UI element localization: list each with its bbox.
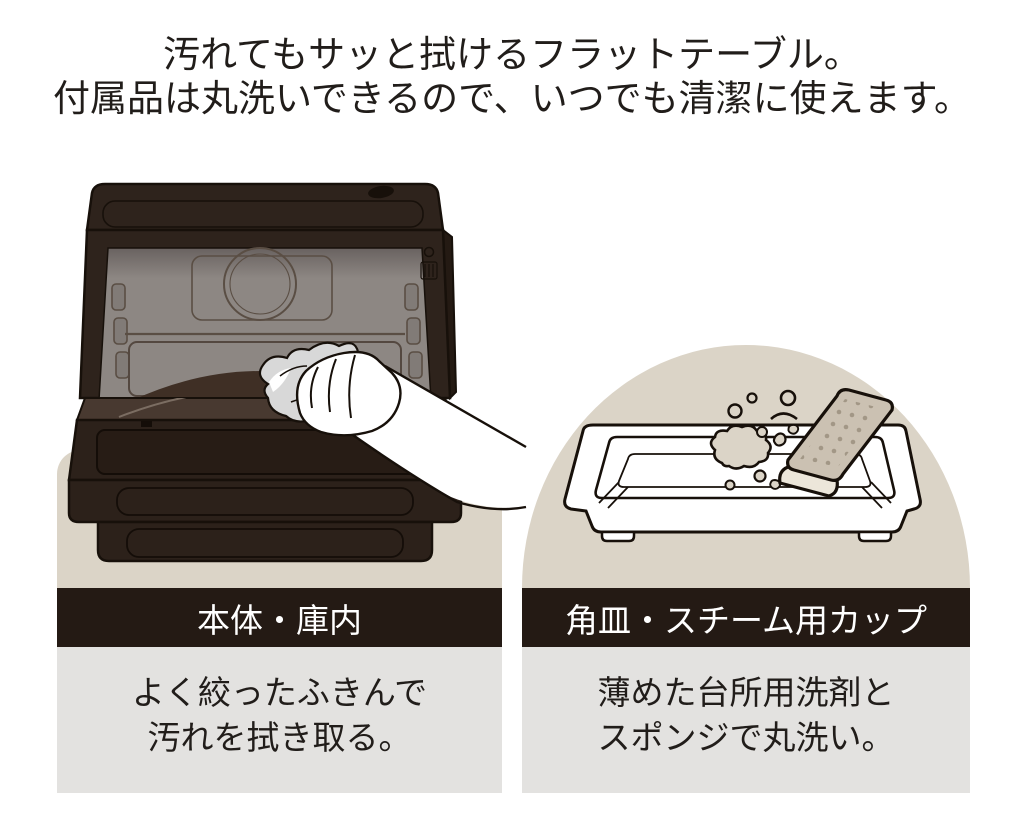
droplet (787, 423, 800, 435)
side-vent-icon (420, 261, 438, 280)
arm-top-contour (384, 364, 527, 449)
tray-sponge-illustration (563, 388, 922, 543)
sponge-icon (778, 388, 894, 498)
oven-vent-icon (368, 185, 394, 199)
label-tray-cup: 角皿・スチーム用カップ (564, 601, 927, 639)
tray-floor (617, 453, 872, 488)
shelf-rails-left (111, 283, 130, 379)
page-title: 汚れてもサッと拭けるフラットテーブル。 付属品は丸洗いできるので、いつでも清潔に… (0, 33, 1024, 121)
sponge-side-face (778, 465, 839, 498)
tray-foot-right (857, 530, 893, 543)
desc-line: 汚れを拭き取る。 (147, 719, 412, 756)
door-hinge-left (141, 421, 152, 427)
oven-base (96, 520, 434, 563)
label-body-interior: 本体・庫内 (197, 601, 362, 639)
label-bar-tray-cup: 角皿・スチーム用カップ (522, 588, 970, 647)
dial-icon (423, 246, 435, 258)
label-bar-body-interior: 本体・庫内 (57, 588, 502, 647)
desc-line: スポンジで丸洗い。 (597, 719, 895, 756)
title-line-2: 付属品は丸洗いできるので、いつでも清潔に使えます。 (53, 78, 971, 119)
splash-arc (770, 412, 798, 421)
desc-tray-cup: 薄めた台所用洗剤と スポンジで丸洗い。 (522, 647, 970, 793)
tray-foot-left (600, 530, 636, 543)
finger-lines (309, 354, 356, 419)
droplet (772, 432, 787, 447)
soap-bubbles-icon (709, 389, 800, 491)
oven-top-inset (102, 200, 424, 228)
desc-line: よく絞ったふきんで (131, 674, 428, 711)
desc-line: 薄めた台所用洗剤と (597, 674, 895, 711)
door-front-band (67, 478, 463, 524)
shelf-rails-right (404, 283, 423, 379)
fan-cover-icon (223, 247, 297, 321)
door-front-inset (116, 487, 414, 516)
title-line-1: 汚れてもサッと拭けるフラットテーブル。 (163, 34, 861, 75)
fan-cover-inner (229, 253, 291, 315)
sponge-top-face (786, 388, 894, 482)
arm-bottom-contour (342, 427, 527, 511)
oven-base-inset (126, 528, 404, 558)
wiping-hand-icon (295, 350, 527, 511)
tray-corner-ridges (598, 481, 892, 509)
desc-body-interior: よく絞ったふきんで 汚れを拭き取る。 (57, 647, 502, 793)
oven-wipe-illustration (67, 182, 527, 563)
